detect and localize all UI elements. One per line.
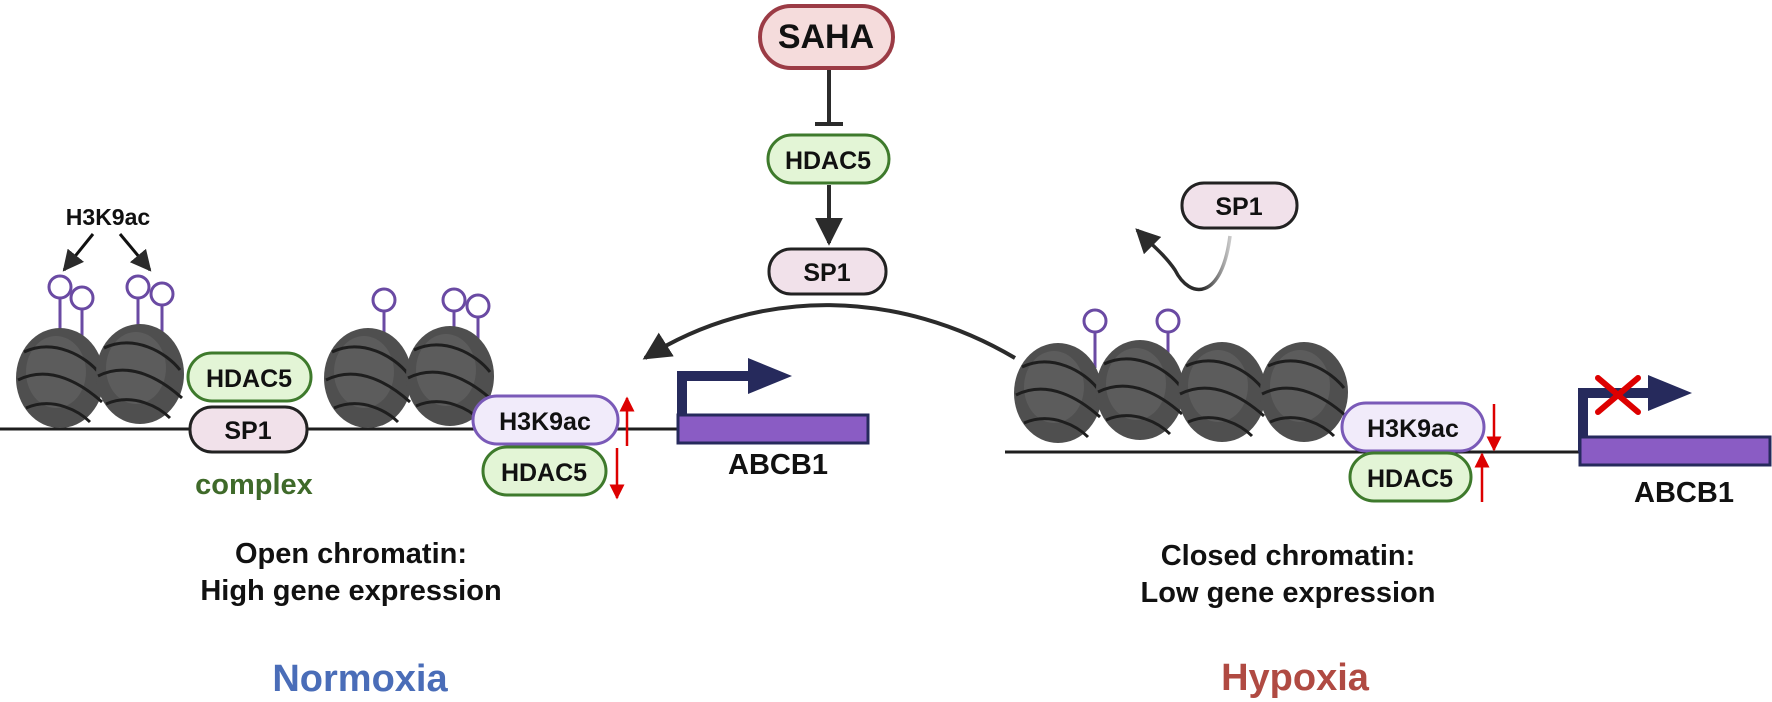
h3k9ac-promoter-node-left: H3K9ac [471, 394, 620, 446]
h3k9ac-promoter-node-right: H3K9ac [1340, 401, 1486, 453]
complex-label: complex [195, 469, 313, 501]
red-x-icon [1595, 375, 1641, 415]
hypoxia-state-line2: Low gene expression [1141, 577, 1436, 609]
hdac5-complex-label: HDAC5 [206, 365, 292, 393]
abcb1-label-left: ABCB1 [728, 449, 828, 481]
sp1-top-node: SP1 [767, 247, 888, 296]
normoxia-state-line1: Open chromatin: [235, 538, 467, 570]
promoter-arrow-icon [1578, 375, 1692, 452]
normoxia-state-line2: High gene expression [200, 575, 501, 607]
hypoxia-title: Hypoxia [1221, 657, 1370, 699]
hypoxia-to-normoxia-arc [642, 303, 1017, 360]
abcb1-label-right: ABCB1 [1634, 477, 1734, 509]
h3k9ac-promoter-label-left: H3K9ac [499, 408, 591, 436]
hypoxia-state-line1: Closed chromatin: [1161, 540, 1416, 572]
hdac5-top-label: HDAC5 [785, 147, 871, 175]
sp1-complex-node: SP1 [188, 405, 309, 454]
normoxia-title: Normoxia [272, 658, 448, 700]
abcb1-gene-left [676, 413, 870, 445]
hdac5-top-node: HDAC5 [766, 133, 891, 185]
saha-node: SAHA [758, 4, 895, 70]
hdac5-promoter-node-right: HDAC5 [1348, 451, 1473, 503]
saha-label: SAHA [778, 18, 874, 56]
h3k9ac-pointer-left [62, 233, 95, 272]
h3k9ac-promoter-label-right: H3K9ac [1367, 415, 1459, 443]
h3k9ac-pointer-right [118, 233, 152, 272]
promoter-arrow-icon [677, 358, 792, 430]
hdac5-promoter-node-left: HDAC5 [481, 445, 608, 497]
sp1-free-label: SP1 [1215, 193, 1262, 221]
acetyl-lollipop-icon [1082, 308, 1181, 368]
inhibition-arrow [815, 70, 843, 126]
sp1-release-arrow [1135, 228, 1232, 292]
sp1-free-node: SP1 [1180, 181, 1299, 230]
sp1-top-label: SP1 [803, 259, 850, 287]
hdac5-complex-node: HDAC5 [186, 351, 313, 403]
hdac5-promoter-label-left: HDAC5 [501, 459, 587, 487]
h3k9ac-annotation: H3K9ac [66, 204, 151, 230]
hdac5-promoter-label-right: HDAC5 [1367, 465, 1453, 493]
sp1-complex-label: SP1 [224, 417, 271, 445]
nucleosome-icon [1012, 338, 1350, 445]
abcb1-gene-right [1578, 435, 1772, 467]
